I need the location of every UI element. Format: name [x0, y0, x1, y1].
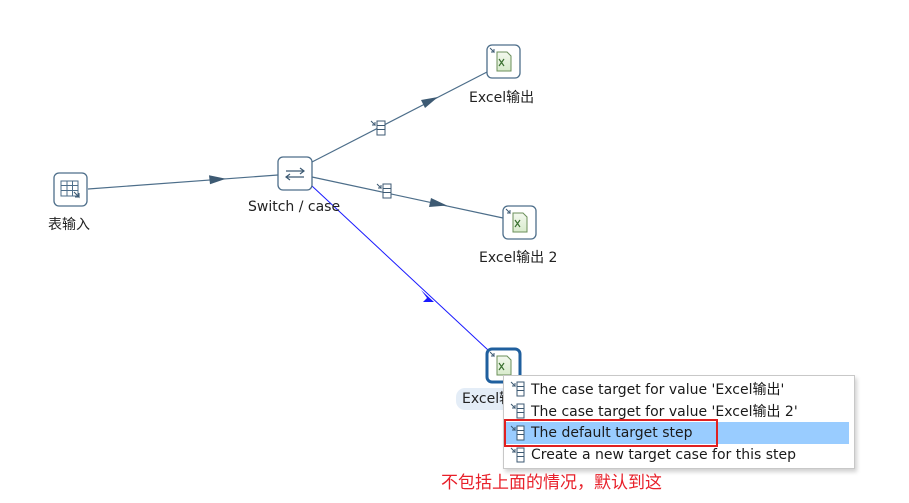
excel-output-icon: [489, 47, 512, 72]
menu-item-label: Create a new target case for this step: [531, 447, 797, 463]
menu-item-case-target-excel-output-2[interactable]: The case target for value 'Excel输出 2': [505, 400, 849, 422]
step-label-excel-output-2: Excel输出 2: [479, 250, 558, 266]
step-excel-output-2[interactable]: [502, 205, 537, 240]
menu-item-label: The case target for value 'Excel输出 2': [531, 404, 798, 420]
default-target-hop-icon: [505, 422, 531, 444]
switch-case-icon: [285, 167, 305, 181]
annotation-highlight-box: [504, 419, 718, 447]
hop-switch-to-excel-output-2[interactable]: [311, 176, 504, 219]
hop-table-input-to-switch[interactable]: [87, 174, 279, 190]
case-target-hop-icon: [370, 120, 386, 136]
annotation-text: 不包括上面的情况，默认到这: [441, 473, 662, 493]
menu-item-case-target-excel-output-1[interactable]: The case target for value 'Excel输出': [505, 378, 849, 400]
hop-arrow-icon: [429, 198, 447, 207]
step-switch-case[interactable]: [277, 156, 313, 191]
step-label-excel-output-3: Excel输出 3: [456, 388, 516, 410]
hop-arrow-icon: [421, 290, 434, 302]
hop-type-context-menu: The case target for value 'Excel输出' The …: [503, 375, 855, 469]
case-target-hop-icon: [505, 400, 531, 422]
case-target-hop-icon: [376, 183, 392, 199]
hop-switch-to-excel-output-3[interactable]: [311, 185, 489, 351]
menu-item-create-new-target-case[interactable]: Create a new target case for this step: [505, 444, 849, 466]
step-excel-output-1[interactable]: [486, 44, 521, 79]
case-target-hop-icon: [505, 378, 531, 400]
menu-item-default-target-step[interactable]: The default target step: [505, 422, 849, 444]
hop-switch-to-excel-output-1[interactable]: [311, 71, 488, 163]
hop-arrow-icon: [421, 97, 438, 108]
excel-output-icon: [489, 351, 512, 376]
step-table-input[interactable]: [53, 172, 88, 207]
table-input-icon: [60, 180, 80, 199]
step-label-switch-case: Switch / case: [248, 199, 341, 215]
step-label-table-input: 表输入: [48, 217, 90, 233]
excel-output-icon: [505, 208, 528, 233]
case-target-hop-icon: [505, 444, 531, 466]
hop-arrow-icon: [209, 175, 226, 185]
menu-item-label: The default target step: [531, 425, 693, 441]
step-label-excel-output-1: Excel输出: [469, 90, 535, 106]
menu-item-label: The case target for value 'Excel输出': [531, 382, 785, 398]
